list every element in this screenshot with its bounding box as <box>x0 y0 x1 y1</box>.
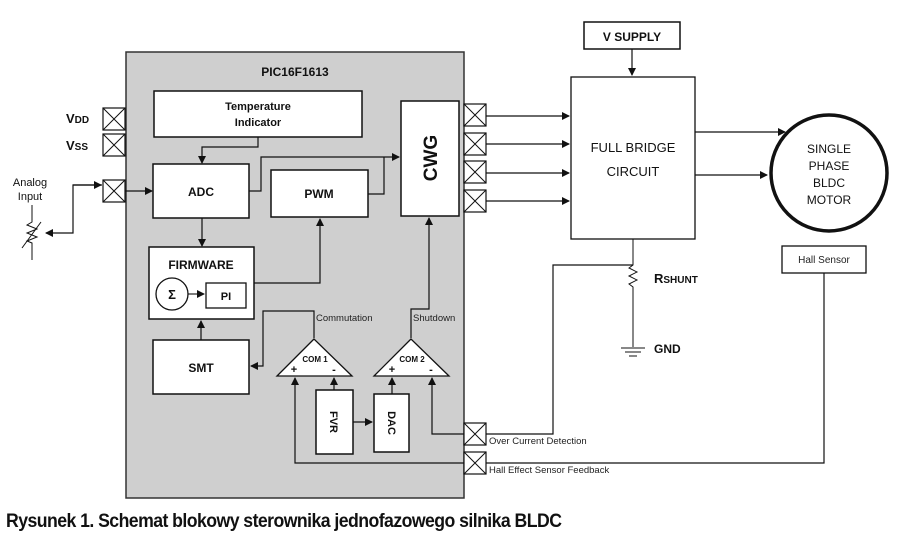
analog-input-label-1: Analog <box>13 177 47 189</box>
pin-vdd <box>102 107 126 131</box>
over-current-wire <box>428 377 464 435</box>
full-bridge-label-2: CIRCUIT <box>607 164 660 179</box>
figure-caption: Rysunek 1. Schemat blokowy sterownika je… <box>6 511 562 532</box>
adc-to-cwg-wire <box>249 153 400 192</box>
svg-text:COM 2: COM 2 <box>399 355 425 364</box>
motor-label-3: BLDC <box>813 176 845 190</box>
motor-label-2: PHASE <box>809 159 850 173</box>
vss-label: VSS <box>66 138 88 153</box>
smt-label: SMT <box>188 361 214 375</box>
potentiometer-icon <box>21 205 42 260</box>
v-supply-block <box>583 21 681 50</box>
hall-feedback-label: Hall Effect Sensor Feedback <box>489 465 609 476</box>
pi-label: PI <box>221 291 231 303</box>
full-bridge-block <box>570 76 696 240</box>
svg-text:-: - <box>429 364 433 376</box>
firmware-to-pwm-wire <box>254 218 324 284</box>
temperature-label-2: Indicator <box>235 117 282 129</box>
dac-label: DAC <box>385 411 397 435</box>
pwm-label: PWM <box>304 187 333 201</box>
analog-input-label-2: Input <box>18 191 42 203</box>
cwg-output-pins <box>463 103 487 213</box>
shunt-sense-wire <box>486 264 633 435</box>
bldc-motor <box>769 113 889 233</box>
pi-block <box>205 282 247 309</box>
pin-vss <box>102 133 126 157</box>
chip-name: PIC16F1613 <box>261 65 329 79</box>
motor-label-1: SINGLE <box>807 142 851 156</box>
cwg-label: CWG <box>421 135 442 181</box>
rshunt-label: RSHUNT <box>654 271 698 286</box>
svg-text:+: + <box>389 364 395 376</box>
gnd-label: GND <box>654 342 681 356</box>
v-supply-label: V SUPPLY <box>603 30 661 44</box>
cwg-block <box>400 100 460 217</box>
svg-text:COM 1: COM 1 <box>302 355 328 364</box>
firmware-label: FIRMWARE <box>168 258 233 272</box>
temperature-label-1: Temperature <box>225 101 291 113</box>
pin-analog <box>102 179 126 203</box>
motor-label-4: MOTOR <box>807 193 852 207</box>
sigma-label: Σ <box>168 287 176 302</box>
comparator-com1: COM 1 + - <box>275 338 354 377</box>
commutation-wire <box>250 310 315 370</box>
analog-wire <box>45 184 102 237</box>
adc-block <box>152 163 250 219</box>
hall-feedback-wire <box>291 377 464 464</box>
temperature-indicator-block <box>153 90 363 138</box>
vdd-label: VDD <box>66 111 89 126</box>
adc-label: ADC <box>188 185 214 199</box>
fvr-label: FVR <box>327 411 339 433</box>
full-bridge-label-1: FULL BRIDGE <box>591 140 676 155</box>
pin-hall-feedback <box>463 451 487 475</box>
gate-drive-wires <box>486 112 570 205</box>
commutation-label: Commutation <box>316 313 373 324</box>
smt-block <box>152 339 250 395</box>
hall-sensor-label: Hall Sensor <box>798 255 850 266</box>
over-current-label: Over Current Detection <box>489 436 587 447</box>
shutdown-label: Shutdown <box>413 313 455 324</box>
pin-over-current <box>463 422 487 446</box>
shutdown-wire <box>410 217 433 338</box>
shunt-resistor-icon <box>621 239 645 357</box>
hall-sensor-block <box>781 245 867 274</box>
svg-text:+: + <box>291 364 297 376</box>
comparator-com2: COM 2 + - <box>372 338 451 377</box>
svg-text:-: - <box>332 364 336 376</box>
pwm-block <box>270 169 369 218</box>
